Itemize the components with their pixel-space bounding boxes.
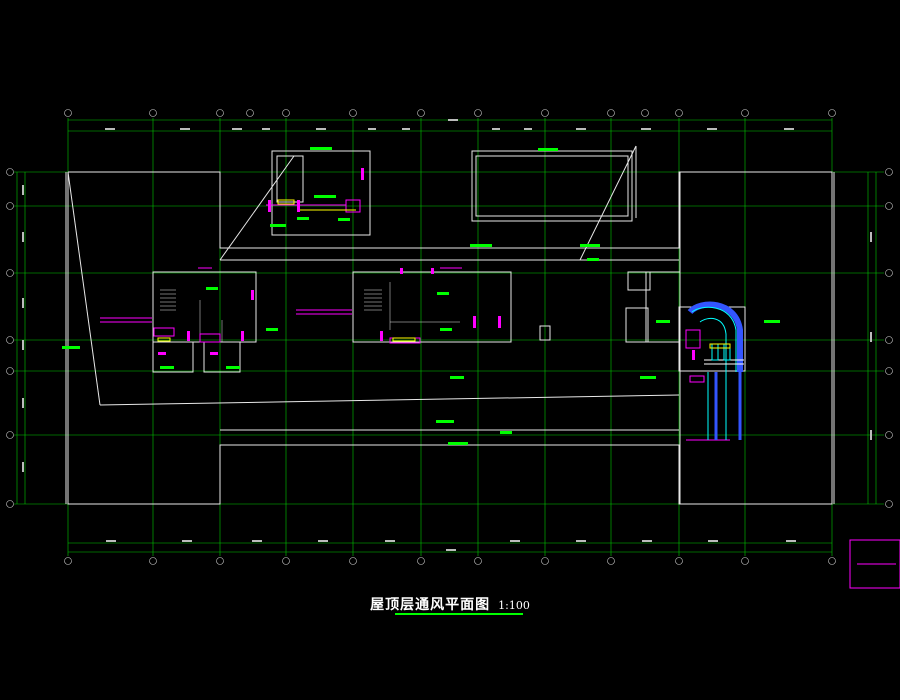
yellow-accents — [157, 199, 731, 349]
building-outline — [65, 145, 835, 505]
duct-system — [687, 301, 744, 440]
axis-bubbles — [6, 109, 893, 565]
drawing-title-text: 屋顶层通风平面图 — [370, 597, 491, 613]
annotations-magenta — [100, 199, 900, 589]
dimension-ticks — [22, 119, 872, 551]
dimension-lines — [16, 119, 877, 553]
drawing-scale: 1:100 — [498, 599, 530, 612]
green-labels — [62, 147, 780, 445]
stair-detail — [160, 282, 460, 342]
drawing-title: 屋顶层通风平面图 1:100 — [0, 594, 900, 614]
title-underline — [395, 613, 523, 615]
annotation-markers — [158, 168, 695, 360]
